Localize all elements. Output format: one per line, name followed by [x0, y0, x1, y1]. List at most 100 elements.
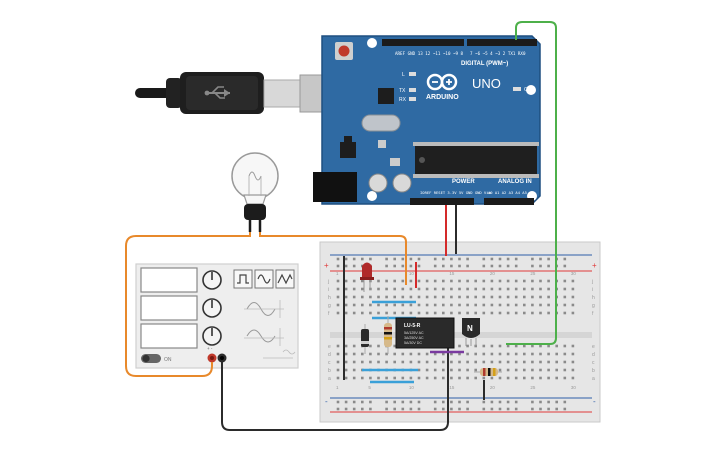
usb-cable[interactable] [135, 72, 353, 114]
breadboard-hole[interactable] [563, 295, 567, 299]
breadboard-hole[interactable] [482, 352, 486, 356]
breadboard-hole[interactable] [547, 368, 550, 372]
breadboard-hole[interactable] [498, 311, 502, 315]
breadboard-hole[interactable] [547, 303, 550, 307]
breadboard-hole[interactable] [555, 352, 558, 356]
breadboard-hole[interactable] [531, 257, 534, 261]
breadboard-hole[interactable] [523, 287, 526, 291]
breadboard-hole[interactable] [482, 295, 486, 299]
breadboard-hole[interactable] [474, 311, 477, 315]
breadboard-hole[interactable] [417, 368, 421, 372]
breadboard-hole[interactable] [466, 264, 469, 268]
breadboard-hole[interactable] [344, 303, 348, 307]
breadboard-hole[interactable] [450, 303, 453, 307]
breadboard-hole[interactable] [506, 295, 510, 299]
breadboard-hole[interactable] [490, 352, 494, 356]
breadboard-hole[interactable] [539, 376, 542, 380]
breadboard-hole[interactable] [336, 295, 340, 299]
breadboard-hole[interactable] [369, 311, 372, 315]
breadboard-hole[interactable] [433, 303, 437, 307]
breadboard-hole[interactable] [450, 407, 453, 411]
breadboard-hole[interactable] [369, 352, 372, 356]
sine-wave-button[interactable] [254, 269, 274, 289]
breadboard-hole[interactable] [393, 311, 396, 315]
breadboard-hole[interactable] [523, 295, 526, 299]
breadboard-hole[interactable] [539, 368, 542, 372]
breadboard-hole[interactable] [417, 352, 421, 356]
breadboard-hole[interactable] [352, 295, 356, 299]
breadboard-hole[interactable] [539, 311, 542, 315]
breadboard-hole[interactable] [514, 407, 518, 411]
breadboard-hole[interactable] [336, 257, 340, 261]
power-pin-header[interactable] [410, 198, 474, 205]
breadboard-hole[interactable] [385, 360, 388, 364]
breadboard-hole[interactable] [450, 287, 453, 291]
breadboard-hole[interactable] [514, 376, 518, 380]
breadboard-hole[interactable] [466, 360, 469, 364]
breadboard-hole[interactable] [369, 407, 372, 411]
breadboard-hole[interactable] [482, 287, 486, 291]
breadboard-hole[interactable] [425, 279, 429, 283]
breadboard-hole[interactable] [409, 264, 413, 268]
breadboard-hole[interactable] [425, 360, 429, 364]
breadboard-hole[interactable] [344, 368, 348, 372]
breadboard-hole[interactable] [563, 360, 567, 364]
breadboard-hole[interactable] [393, 303, 396, 307]
breadboard-hole[interactable] [385, 352, 388, 356]
breadboard-hole[interactable] [458, 287, 461, 291]
breadboard-hole[interactable] [442, 279, 445, 283]
breadboard-hole[interactable] [377, 376, 380, 380]
breadboard-hole[interactable] [490, 287, 494, 291]
breadboard-hole[interactable] [490, 360, 494, 364]
breadboard-hole[interactable] [498, 303, 502, 307]
arduino-uno-board[interactable]: AREF GND 13 12 ~11 ~10 ~9 8 7 ~6 ~5 4 ~3… [313, 35, 541, 205]
breadboard-hole[interactable] [409, 360, 413, 364]
breadboard-hole[interactable] [547, 257, 550, 261]
breadboard-hole[interactable] [490, 376, 494, 380]
breadboard-hole[interactable] [442, 352, 445, 356]
breadboard-hole[interactable] [442, 295, 445, 299]
breadboard-hole[interactable] [539, 303, 542, 307]
breadboard-hole[interactable] [466, 279, 469, 283]
breadboard-hole[interactable] [498, 257, 502, 261]
breadboard-hole[interactable] [490, 279, 494, 283]
light-bulb[interactable] [231, 152, 279, 232]
breadboard-hole[interactable] [450, 352, 453, 356]
breadboard-hole[interactable] [401, 257, 405, 261]
breadboard-hole[interactable] [514, 344, 518, 348]
breadboard-hole[interactable] [442, 407, 445, 411]
breadboard-hole[interactable] [377, 287, 380, 291]
breadboard-hole[interactable] [547, 287, 550, 291]
breadboard-hole[interactable] [361, 407, 364, 411]
breadboard-hole[interactable] [450, 279, 453, 283]
breadboard-hole[interactable] [417, 295, 421, 299]
breadboard-hole[interactable] [498, 400, 502, 404]
breadboard-hole[interactable] [539, 352, 542, 356]
breadboard-hole[interactable] [482, 264, 486, 268]
breadboard-hole[interactable] [490, 311, 494, 315]
breadboard-hole[interactable] [506, 303, 510, 307]
breadboard-hole[interactable] [409, 295, 413, 299]
breadboard-hole[interactable] [474, 360, 477, 364]
reset-button[interactable] [335, 42, 353, 60]
breadboard-hole[interactable] [547, 311, 550, 315]
breadboard-hole[interactable] [352, 279, 356, 283]
breadboard-hole[interactable] [425, 295, 429, 299]
breadboard-hole[interactable] [385, 287, 388, 291]
breadboard-hole[interactable] [547, 407, 550, 411]
breadboard-hole[interactable] [385, 376, 388, 380]
breadboard-hole[interactable] [458, 279, 461, 283]
breadboard-hole[interactable] [393, 344, 396, 348]
breadboard-hole[interactable] [450, 368, 453, 372]
breadboard-hole[interactable] [377, 344, 380, 348]
breadboard-hole[interactable] [352, 257, 356, 261]
wire-orange-bulb-to-relay[interactable] [259, 232, 407, 285]
breadboard-hole[interactable] [425, 368, 429, 372]
breadboard-hole[interactable] [531, 376, 534, 380]
breadboard-hole[interactable] [571, 368, 575, 372]
breadboard-hole[interactable] [433, 368, 437, 372]
breadboard-hole[interactable] [531, 303, 534, 307]
breadboard-hole[interactable] [466, 287, 469, 291]
breadboard-hole[interactable] [450, 360, 453, 364]
diode[interactable] [361, 324, 369, 354]
